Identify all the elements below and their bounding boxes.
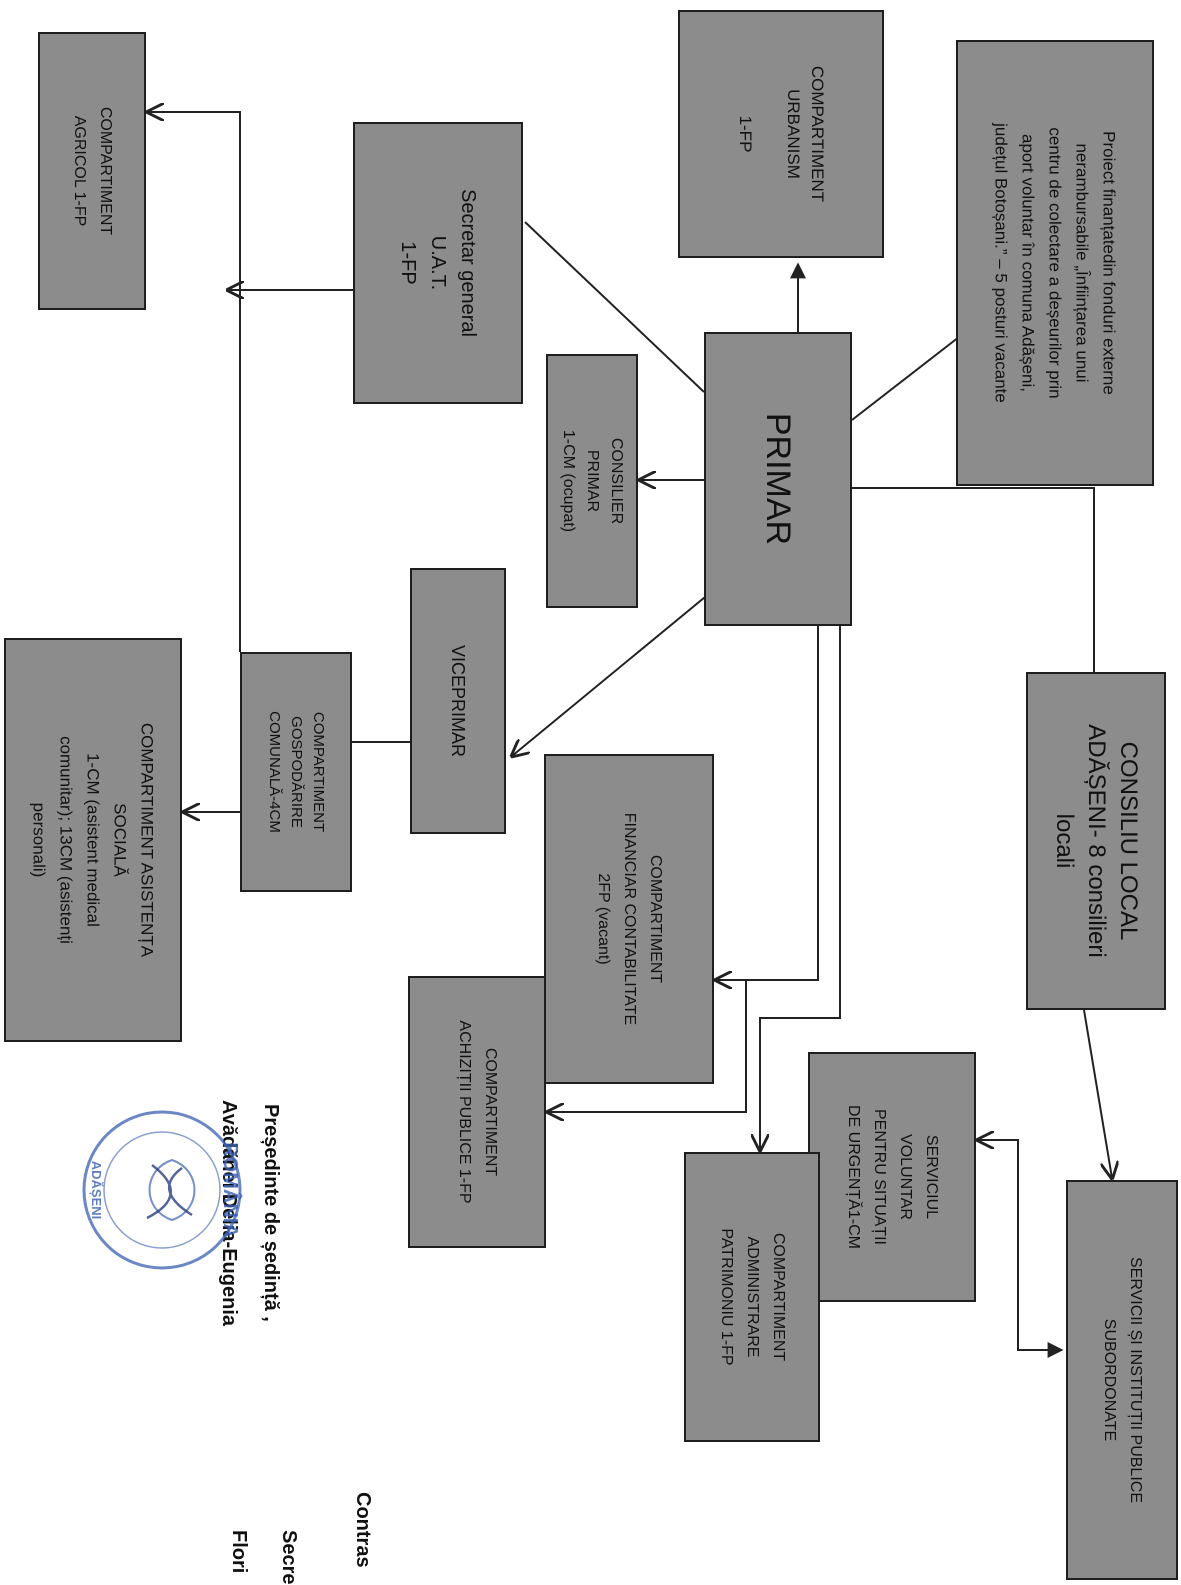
proiect-box: Proiect finanțatedin fonduri externe nera… [956, 40, 1154, 486]
node-line: Secretar general [457, 189, 479, 337]
node-line: COMPARTIMENT [97, 106, 114, 236]
administrare-patrimoniu-text: COMPARTIMENT ADMINISTRARE PATRIMONIU 1-FP [713, 1228, 791, 1365]
seal-text-top: ROMÂNIA [219, 1142, 243, 1238]
gospodarire-comunala-box: COMPARTIMENT GOSPODĂRIRE COMUNALĂ-4CM [240, 652, 352, 892]
node-line: personali) [29, 802, 49, 878]
servicii-institutii-text: SERVICII ȘI INSTITUȚII PUBLICE SUBORDONAT… [1096, 1257, 1148, 1503]
consilier-primar-text: CONSILIER PRIMAR 1-CM (ocupat) [556, 430, 628, 532]
node-line: URBANISM [784, 89, 803, 179]
serviciul-voluntar-box: SERVICIUL VOLUNTAR PENTRU SITUAȚII DE URGEN… [808, 1052, 976, 1302]
node-line: Proiect finanțatedin fonduri externe [1099, 131, 1119, 395]
node-line: AGRICOL 1-FP [71, 115, 88, 227]
edge-financiar-achizitii [548, 980, 747, 1112]
proiect-text: Proiect finanțatedin fonduri externe nera… [988, 123, 1123, 403]
compartiment-agricol-box: COMPARTIMENT AGRICOL 1-FP [38, 32, 146, 310]
node-line: ADĂȘENI- 8 consilieri [1083, 724, 1110, 958]
secretar-general-text: Secretar general U.A.T. 1-FP [393, 189, 483, 337]
edge-consiliu-servicii [1083, 1009, 1112, 1178]
node-line: PRIMAR [759, 412, 797, 546]
node-line: SERVICII ȘI INSTITUȚII PUBLICE [1127, 1257, 1144, 1503]
contrasemneaza-label: Contras [352, 1492, 374, 1568]
edge-primar-viceprimar [512, 587, 717, 756]
gospodarire-comunala-text: COMPARTIMENT GOSPODĂRIRE COMUNALĂ-4CM [263, 711, 329, 833]
node-line: ADMINISTRARE [744, 1236, 761, 1358]
edge-gospodarire-agricol [148, 112, 241, 652]
node-line: VOLUNTAR [897, 1134, 914, 1220]
edge-primar-secretar [524, 221, 705, 393]
node-line: COMPARTIMENT [482, 1047, 499, 1177]
node-line: FINANCIAR CONTABILITATE [621, 812, 638, 1026]
secretar-general-box: Secretar general U.A.T. 1-FP [353, 122, 523, 404]
node-line: locali [1051, 813, 1078, 869]
node-line: județul Botoșani.” – 5 posturi vacante [991, 123, 1011, 403]
president-title: Președinte de ședință , [260, 1104, 282, 1322]
serviciul-voluntar-text: SERVICIUL VOLUNTAR PENTRU SITUAȚII DE URGEN… [840, 1105, 944, 1249]
edge-primar-financiar [716, 626, 819, 980]
achizitii-publice-box: COMPARTIMENT ACHIZIȚII PUBLICE 1-FP [408, 976, 546, 1248]
node-line: SOCIALĂ [110, 803, 130, 877]
edge-primar-proiect [851, 329, 969, 421]
edge-primar-consiliu [852, 487, 1095, 672]
node-line: DE URGENȚĂ1-CM [845, 1104, 862, 1250]
node-line: SERVICIUL [923, 1134, 940, 1220]
node-line: 1-FP [397, 241, 419, 285]
secretar-label: Secre [278, 1530, 300, 1585]
seal-text-bottom: ADĂȘENI [89, 1161, 104, 1220]
node-line: COMPARTIMENT [310, 711, 327, 833]
secretar-name: Flori [228, 1530, 250, 1574]
node-line: 2FP (vacant) [595, 873, 612, 965]
node-line: GOSPODĂRIRE [288, 716, 305, 828]
node-line: CONSILIER [608, 437, 625, 525]
servicii-institutii-box: SERVICII ȘI INSTITUȚII PUBLICE SUBORDONAT… [1066, 1180, 1178, 1580]
asistenta-sociala-text: COMPARTIMENT ASISTENȚA SOCIALĂ 1-CM (asist… [26, 723, 161, 957]
node-line: nerambursabile „Înființarea unui [1072, 143, 1092, 383]
edge-servicii-voluntar [978, 1140, 1032, 1351]
node-line: U.A.T. [427, 235, 449, 291]
compartiment-agricol-text: COMPARTIMENT AGRICOL 1-FP [66, 107, 118, 235]
node-line: ACHIZIȚII PUBLICE 1-FP [456, 1020, 473, 1204]
consilier-primar-box: CONSILIER PRIMAR 1-CM (ocupat) [546, 354, 638, 608]
node-line: SUBORDONATE [1101, 1318, 1118, 1442]
compartiment-urbanism-text: COMPARTIMENT URBANISM 1-FP [733, 66, 829, 202]
node-line: PRIMAR [584, 449, 601, 513]
node-line: COMPARTIMENT [770, 1232, 787, 1362]
achizitii-publice-text: COMPARTIMENT ACHIZIȚII PUBLICE 1-FP [451, 1020, 503, 1203]
node-line [757, 66, 781, 202]
node-line: aport voluntar în comuna Adășeni, [1018, 133, 1038, 392]
administrare-patrimoniu-box: COMPARTIMENT ADMINISTRARE PATRIMONIU 1-FP [684, 1152, 820, 1442]
asistenta-sociala-box: COMPARTIMENT ASISTENȚA SOCIALĂ 1-CM (asist… [4, 638, 182, 1042]
node-line: comunitar); 13CM (asistenți [56, 736, 76, 944]
financiar-contabilitate-text: COMPARTIMENT FINANCIAR CONTABILITATE 2FP (… [590, 813, 668, 1025]
node-line: centru de colectare a deșeurilor prin [1045, 127, 1065, 399]
financiar-contabilitate-box: COMPARTIMENT FINANCIAR CONTABILITATE 2FP (… [544, 754, 714, 1084]
node-line: 1-FP [736, 115, 755, 153]
node-line: 1-CM (asistent medical [83, 753, 103, 927]
node-line: PENTRU SITUAȚII [871, 1108, 888, 1246]
edge-primar-patrimoniu [760, 626, 841, 1150]
node-line: CONSILIU LOCAL [1115, 741, 1142, 941]
node-line: COMPARTIMENT [647, 854, 664, 984]
primar-text: PRIMAR [758, 413, 798, 545]
node-line: COMPARTIMENT [808, 65, 827, 203]
viceprimar-box: VICEPRIMAR [410, 568, 506, 834]
node-line: 1-CM (ocupat) [560, 429, 577, 533]
node-line: COMUNALĂ-4CM [266, 711, 283, 833]
primar-box: PRIMAR [704, 332, 852, 626]
compartiment-urbanism-box: COMPARTIMENT URBANISM 1-FP [678, 10, 884, 258]
official-seal: ROMÂNIA ADĂȘENI [82, 1110, 243, 1270]
viceprimar-text: VICEPRIMAR [445, 645, 471, 757]
node-line: VICEPRIMAR [448, 644, 468, 758]
node-line: COMPARTIMENT ASISTENȚA [137, 722, 157, 958]
node-line: PATRIMONIU 1-FP [718, 1228, 735, 1366]
